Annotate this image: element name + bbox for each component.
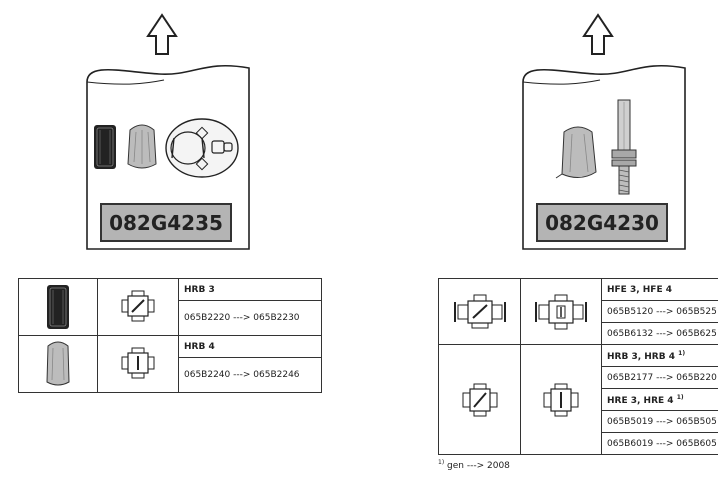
- model-label: HFE 3, HFE 4: [601, 278, 718, 301]
- model-label: HRB 3, HRB 4 1): [601, 344, 718, 367]
- valve-4way-flanged-icon: [535, 294, 587, 329]
- left-package: [84, 12, 254, 254]
- part-change: 065B2240 ---> 065B2246: [178, 357, 322, 393]
- grey-knob-icon: [127, 124, 157, 169]
- left-package-drawing: [86, 13, 250, 250]
- mounting-plate-icon: [165, 118, 239, 178]
- part-change: 065B2177 ---> 065B220: [601, 366, 718, 389]
- left-package-code: 082G4235: [100, 203, 232, 242]
- part-change: 065B6019 ---> 065B605: [601, 432, 718, 455]
- footnote: 1) gen ---> 2008: [438, 459, 510, 471]
- left-spec-table: HRB 3 065B2220 ---> 065B2230 HRB 4 065B2…: [18, 278, 322, 393]
- grey-knob-icon: [555, 126, 597, 179]
- right-package: [520, 12, 690, 254]
- right-package-code: 082G4230: [536, 203, 668, 242]
- footnote-marker: 1): [438, 459, 445, 466]
- valve-3way-icon: [462, 383, 497, 416]
- spindle-icon: [611, 99, 637, 195]
- part-change: 065B2220 ---> 065B2230: [178, 300, 322, 336]
- dark-knob-icon: [47, 285, 69, 329]
- valve-3way-icon: [121, 290, 155, 322]
- package-outline: [522, 64, 686, 250]
- part-change: 065B5019 ---> 065B505: [601, 410, 718, 433]
- model-label: HRE 3, HRE 4 1): [601, 388, 718, 411]
- part-change: 065B5120 ---> 065B525: [601, 300, 718, 323]
- valve-3way-flanged-cell: [438, 278, 521, 345]
- right-package-drawing: [522, 13, 686, 250]
- model-label: HRB 4: [178, 335, 322, 358]
- valve-3way-cell: [97, 278, 179, 336]
- valve-4way-cell: [520, 344, 602, 455]
- footnote-text: gen ---> 2008: [447, 461, 510, 471]
- package-outline: [86, 64, 250, 250]
- model-label: HRB 3: [178, 278, 322, 301]
- valve-4way-icon: [121, 347, 155, 379]
- valve-3way-flanged-icon: [453, 294, 506, 328]
- valve-4way-cell: [97, 335, 179, 393]
- valve-3way-cell: [438, 344, 521, 455]
- up-arrow-icon: [582, 13, 614, 55]
- up-arrow-icon: [146, 13, 178, 55]
- dark-knob-cell: [18, 278, 98, 336]
- valve-4way-icon: [543, 383, 579, 416]
- right-spec-table: HFE 3, HFE 4 065B5120 ---> 065B525 065B6…: [438, 278, 718, 455]
- valve-4way-flanged-cell: [520, 278, 602, 345]
- grey-knob-icon: [46, 341, 70, 386]
- grey-knob-cell: [18, 335, 98, 393]
- part-change: 065B6132 ---> 065B625: [601, 322, 718, 345]
- dark-knob-icon: [94, 125, 116, 169]
